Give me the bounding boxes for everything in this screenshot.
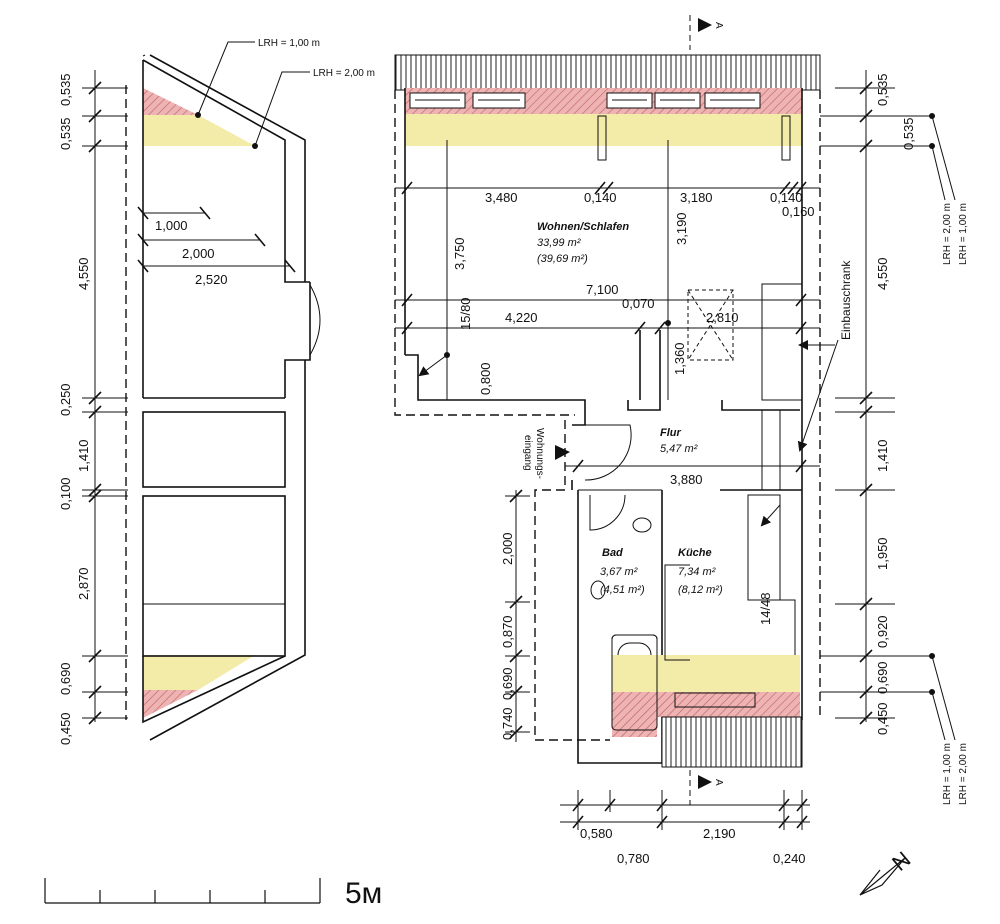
svg-text:0,250: 0,250 bbox=[58, 383, 73, 416]
room-wohnen-area: 33,99 m² bbox=[537, 237, 581, 249]
svg-text:LRH = 2,00 m: LRH = 2,00 m bbox=[958, 743, 969, 805]
red-zone-top bbox=[143, 88, 198, 115]
svg-text:4,550: 4,550 bbox=[76, 257, 91, 290]
svg-text:2,000: 2,000 bbox=[500, 532, 515, 565]
entrance-label-2: eingang bbox=[522, 435, 533, 471]
dim-7100: 7,100 bbox=[586, 282, 619, 297]
svg-text:0,450: 0,450 bbox=[875, 702, 890, 735]
svg-text:0,535: 0,535 bbox=[58, 73, 73, 106]
svg-text:1,410: 1,410 bbox=[76, 439, 91, 472]
wardrobe-label: Einbauschrank bbox=[839, 260, 853, 340]
svg-text:0,690: 0,690 bbox=[875, 661, 890, 694]
dim-3180: 3,180 bbox=[680, 190, 713, 205]
right-floor-plan bbox=[394, 15, 956, 830]
dim-0140-a: 0,140 bbox=[584, 190, 617, 205]
svg-text:1,410: 1,410 bbox=[875, 439, 890, 472]
room-bad-name: Bad bbox=[602, 547, 623, 559]
svg-text:0,580: 0,580 bbox=[580, 826, 613, 841]
svg-text:4,550: 4,550 bbox=[875, 257, 890, 290]
scale-bar-label: 5м bbox=[345, 877, 382, 910]
room-kueche-total: (8,12 m²) bbox=[678, 584, 723, 596]
dim-0160: 0,160 bbox=[782, 204, 815, 219]
yellow-zone-top bbox=[143, 115, 255, 146]
dim-0140-b: 0,140 bbox=[770, 190, 803, 205]
room-bad-total: (4,51 m²) bbox=[600, 584, 645, 596]
svg-text:0,240: 0,240 bbox=[773, 851, 806, 866]
scale-bar bbox=[44, 878, 321, 904]
svg-text:0,535: 0,535 bbox=[901, 117, 916, 150]
room-wohnen-name: Wohnen/Schlafen bbox=[537, 221, 629, 233]
svg-text:0,780: 0,780 bbox=[617, 851, 650, 866]
right-plan-right-vertical-dims: 0,535 0,535 4,550 1,410 1,950 0,920 0,69… bbox=[875, 73, 916, 735]
dim-15-80: 15/80 bbox=[458, 297, 473, 330]
dim-0070: 0,070 bbox=[622, 296, 655, 311]
dim-0800: 0,800 bbox=[478, 362, 493, 395]
svg-text:0,920: 0,920 bbox=[875, 615, 890, 648]
svg-text:0,690: 0,690 bbox=[500, 667, 515, 700]
lrh-label-1: LRH = 1,00 m bbox=[258, 38, 320, 49]
dim-3480: 3,480 bbox=[485, 190, 518, 205]
red-zone-bottom bbox=[143, 690, 198, 718]
dim-4220: 4,220 bbox=[505, 310, 538, 325]
right-plan-left-vertical-dims: 2,000 0,870 0,690 0,740 bbox=[500, 532, 515, 740]
dim-1360: 1,360 bbox=[672, 342, 687, 375]
left-dim-2000: 2,000 bbox=[182, 246, 215, 261]
section-marker-bottom: A bbox=[713, 779, 724, 786]
dim-3190: 3,190 bbox=[674, 212, 689, 245]
north-label: N bbox=[887, 846, 915, 875]
svg-text:2,870: 2,870 bbox=[76, 567, 91, 600]
svg-text:2,190: 2,190 bbox=[703, 826, 736, 841]
entrance-label-1: Wohnungs- bbox=[534, 428, 545, 479]
section-marker-top: A bbox=[713, 22, 724, 29]
svg-text:LRH = 1,00 m: LRH = 1,00 m bbox=[958, 203, 969, 265]
room-bad-area: 3,67 m² bbox=[600, 566, 638, 578]
room-kueche-area: 7,34 m² bbox=[678, 566, 716, 578]
stair-label: 14/48 bbox=[758, 592, 773, 625]
svg-text:0,100: 0,100 bbox=[58, 477, 73, 510]
svg-text:1,950: 1,950 bbox=[875, 537, 890, 570]
svg-text:LRH = 1,00 m: LRH = 1,00 m bbox=[942, 743, 953, 805]
room-flur-area: 5,47 m² bbox=[660, 443, 698, 455]
room-wohnen-total: (39,69 m²) bbox=[537, 253, 588, 265]
svg-text:0,450: 0,450 bbox=[58, 712, 73, 745]
room-flur-name: Flur bbox=[660, 427, 681, 439]
room-kueche-name: Küche bbox=[678, 547, 712, 559]
dim-3750: 3,750 bbox=[452, 237, 467, 270]
dim-3880: 3,880 bbox=[670, 472, 703, 487]
dim-2810: 2,810 bbox=[706, 310, 739, 325]
yellow-zone-bottom bbox=[143, 655, 255, 690]
svg-text:0,870: 0,870 bbox=[500, 615, 515, 648]
svg-text:LRH = 2,00 m: LRH = 2,00 m bbox=[942, 203, 953, 265]
left-dim-1000: 1,000 bbox=[155, 218, 188, 233]
svg-text:0,690: 0,690 bbox=[58, 662, 73, 695]
left-section-plan bbox=[82, 41, 321, 741]
lrh-label-2: LRH = 2,00 m bbox=[313, 68, 375, 79]
north-arrow bbox=[859, 857, 906, 896]
lrh-right-labels: LRH = 2,00 m LRH = 1,00 m LRH = 1,00 m L… bbox=[942, 203, 969, 805]
svg-text:0,535: 0,535 bbox=[58, 117, 73, 150]
svg-text:0,535: 0,535 bbox=[875, 73, 890, 106]
bottom-dims: 0,580 2,190 0,780 0,240 bbox=[580, 826, 806, 866]
left-vertical-dims: 0,535 0,535 4,550 0,250 1,410 0,100 2,87… bbox=[58, 73, 91, 745]
svg-text:0,740: 0,740 bbox=[500, 707, 515, 740]
left-dim-2520: 2,520 bbox=[195, 272, 228, 287]
